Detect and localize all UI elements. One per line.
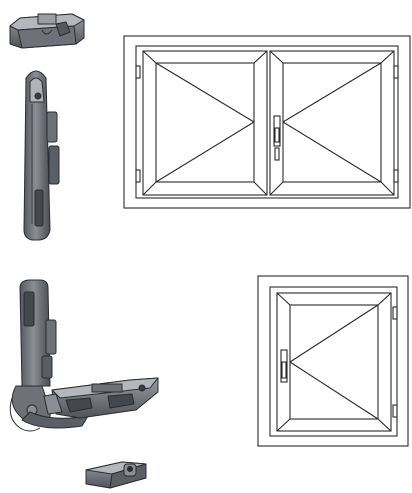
hinge-marker <box>135 65 141 79</box>
small-lock-keeper-part <box>85 461 147 489</box>
hinge-marker <box>392 404 398 418</box>
hinge-marker <box>393 169 399 183</box>
hinge-marker <box>135 169 141 183</box>
vertical-lock-bar-part <box>23 70 60 241</box>
window-handle <box>273 115 281 161</box>
left-sash <box>142 50 268 196</box>
right-sash <box>269 50 395 196</box>
top-clip-part <box>9 13 85 49</box>
single-casement-window <box>257 275 409 447</box>
double-casement-window <box>123 35 411 209</box>
hinge-marker <box>392 306 398 320</box>
hinge-marker <box>393 65 399 79</box>
corner-hinge-assembly-part <box>9 279 159 432</box>
window-handle <box>280 349 288 383</box>
